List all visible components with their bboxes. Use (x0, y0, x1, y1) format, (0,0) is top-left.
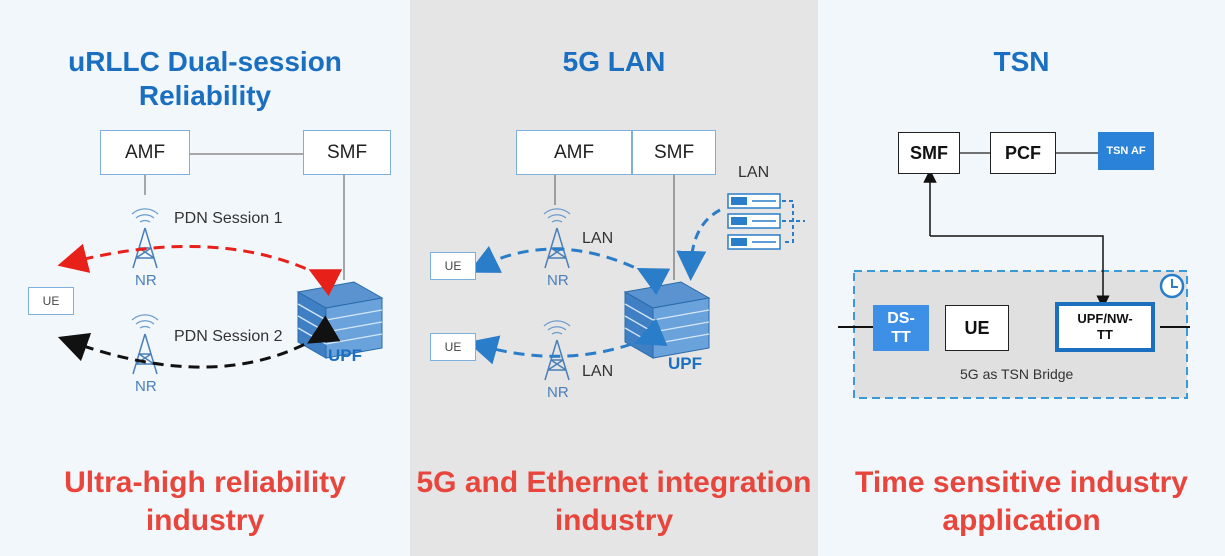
panel1-connections (57, 153, 383, 375)
pdn-session-1-label: PDN Session 1 (174, 210, 283, 227)
panel-title: 5G LAN (562, 46, 666, 77)
panel-title: TSN (993, 46, 1050, 77)
nr-label: NR (547, 384, 569, 401)
ds-tt-line1: DS- (887, 310, 915, 327)
ue-box: UE (430, 252, 476, 280)
amf-box: AMF (100, 130, 190, 175)
nr-label: NR (547, 272, 569, 289)
ue-box: UE (945, 305, 1009, 351)
amf-box: AMF (516, 130, 632, 175)
smf-box: SMF (898, 132, 960, 174)
smf-box: SMF (303, 130, 391, 175)
bridge-label: 5G as TSN Bridge (960, 366, 1074, 382)
lan-label: LAN (582, 230, 614, 247)
pcf-box: PCF (990, 132, 1056, 174)
ds-tt-line2: TT (891, 329, 911, 346)
ue-box: UE (430, 333, 476, 361)
footer-line2: industry (554, 504, 674, 537)
lan-label: LAN (582, 363, 614, 380)
footer-line2: industry (145, 504, 265, 537)
tsn-af-box: TSN AF (1098, 132, 1154, 170)
footer-line1: Time sensitive industry (855, 466, 1188, 499)
upf-nw-tt-line1: UPF/NW- (1077, 311, 1133, 326)
smf-box: SMF (632, 130, 716, 175)
clock-icon (1159, 273, 1185, 299)
panel-urllc: uRLLC Dual-session Reliability AMF SMF (0, 0, 410, 556)
panel2-connections (467, 153, 805, 381)
nr-label: NR (135, 378, 157, 395)
panel-tsn: TSN SMF PCF TSN AF DS- TT UE UPF/NW- TT … (818, 0, 1225, 556)
nr-label: NR (135, 272, 157, 289)
lan-label: LAN (738, 164, 770, 181)
panel-title-line1: uRLLC Dual-session (68, 46, 342, 77)
upf-label: UPF (668, 354, 702, 373)
footer-line1: 5G and Ethernet integration (416, 466, 812, 499)
ds-tt-box: DS- TT (873, 305, 929, 351)
footer-line2: application (942, 504, 1101, 537)
panel-5g-lan: 5G LAN (410, 0, 818, 556)
panel-title-line2: Reliability (138, 80, 272, 111)
pdn-session-2-label: PDN Session 2 (174, 328, 283, 345)
upf-nw-tt-box: UPF/NW- TT (1055, 302, 1155, 352)
upf-label: UPF (328, 346, 362, 365)
upf-nw-tt-line2: TT (1097, 327, 1113, 342)
footer-line1: Ultra-high reliability (64, 466, 346, 499)
ue-box: UE (28, 287, 74, 315)
